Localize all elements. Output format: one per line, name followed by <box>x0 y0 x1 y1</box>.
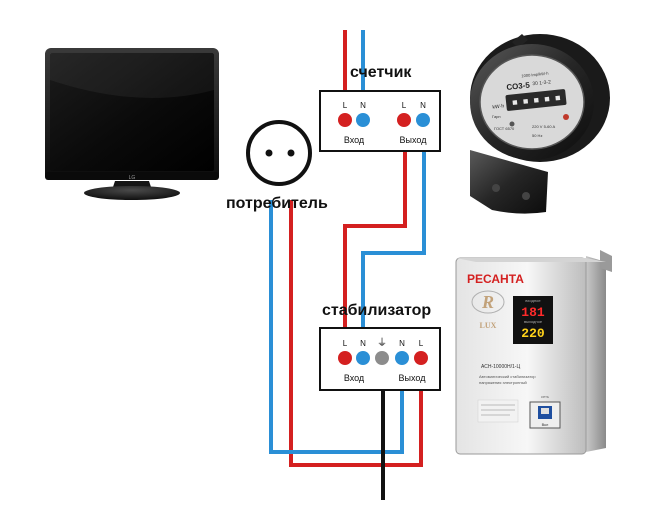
meter-output-label: Выход <box>400 135 428 145</box>
power-socket <box>246 120 312 186</box>
stabilizer-display-top-label: входное <box>525 298 541 303</box>
meter-terminal-label: N <box>360 101 366 110</box>
consumer-neutral-wire <box>269 200 404 454</box>
stabilizer-input-label: Вход <box>344 373 365 383</box>
electricity-meter-illustration: ■ ■ ■ ■ ■ СО3-5 30 1-3-2 1000 Imp/kW·h k… <box>470 34 610 214</box>
stabilizer-terminal-label: N <box>399 339 405 348</box>
meter-serial-text: 30 1-3-2 <box>532 79 551 87</box>
stabilizer-switch-label: Вкл <box>542 422 549 427</box>
stabilizer-display-bottom-label: выходное <box>524 319 543 324</box>
meter-terminal-labels: L N L N <box>343 101 426 110</box>
meter-terminal-label: L <box>343 101 348 110</box>
meter-spec3-text: 50 Hz <box>532 133 542 138</box>
meter-output-neutral-terminal <box>416 113 430 127</box>
meter-input-label: Вход <box>344 135 365 145</box>
stabilizer-desc-text: Автоматический стабилизатор <box>479 374 536 379</box>
meter-terminal-label: N <box>420 101 426 110</box>
meter-input-neutral-terminal <box>356 113 370 127</box>
meter-title: счетчик <box>350 64 412 81</box>
meter-to-stabilizer-neutral-wire <box>361 125 426 354</box>
tv-brand-logo: LG <box>129 175 136 181</box>
stabilizer-brand-text: РЕСАНТА <box>467 272 524 286</box>
stabilizer-desc2-text: напряжения электронный <box>479 380 527 385</box>
stabilizer-terminal-labels: L N ⏚ N L <box>343 337 424 349</box>
stabilizer-model-text: АСН-10000Н/1-Ц <box>481 364 520 370</box>
meter-terminal-block <box>319 90 441 152</box>
meter-input-phase-terminal <box>338 113 352 127</box>
stabilizer-display-top: 181 <box>521 305 545 320</box>
consumer-title: потребитель <box>226 195 328 212</box>
stabilizer-series-text: LUX <box>480 321 497 330</box>
stabilizer-terminal-block <box>319 327 441 391</box>
stabilizer-power-label: сеть <box>541 394 549 399</box>
meter-terminal-text: Гарп <box>492 114 501 119</box>
meter-terminal-label: L <box>402 101 407 110</box>
stabilizer-display-bottom: 220 <box>521 326 545 341</box>
stabilizer-logo-letter: R <box>481 292 494 312</box>
stabilizer-output-neutral-terminal <box>395 351 409 365</box>
meter-spec2-text: 220 V 5-60 A <box>532 124 555 129</box>
stabilizer-terminal-label: L <box>419 339 424 348</box>
meter-impulse-text: 1000 Imp/kW·h <box>521 71 548 79</box>
stabilizer-input-phase-terminal <box>338 351 352 365</box>
tv-illustration: LG <box>45 48 219 200</box>
stabilizer-illustration: РЕСАНТА R LUX входное 181 выходное 220 А… <box>455 250 612 455</box>
stabilizer-ground-terminal <box>375 351 389 365</box>
stabilizer-output-phase-terminal <box>414 351 428 365</box>
stabilizer-terminal-label: N <box>360 339 366 348</box>
meter-model-text: СО3-5 <box>506 81 531 92</box>
stabilizer-input-neutral-terminal <box>356 351 370 365</box>
meter-kwh-text: kW·h <box>492 103 504 110</box>
stabilizer-terminal-label: L <box>343 339 348 348</box>
consumer-phase-wire <box>289 200 423 467</box>
stabilizer-output-label: Выход <box>399 373 427 383</box>
stabilizer-title: стабилизатор <box>322 302 432 319</box>
ground-symbol-icon: ⏚ <box>377 337 387 349</box>
meter-output-phase-terminal <box>397 113 411 127</box>
meter-to-stabilizer-phase-wire <box>343 125 407 354</box>
meter-spec1-text: ГОСТ 6570 <box>494 126 515 131</box>
